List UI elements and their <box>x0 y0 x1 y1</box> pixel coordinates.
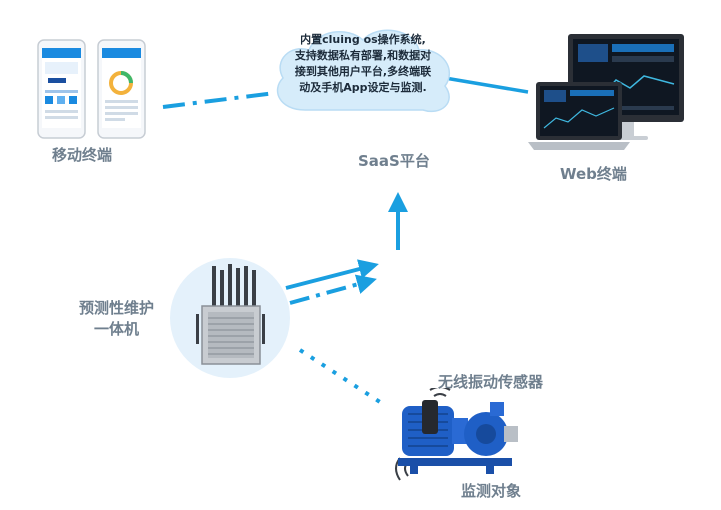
motor-pump-icon <box>395 388 518 481</box>
sensor-label: 无线振动传感器 <box>438 373 544 391</box>
device-sensor-link <box>298 348 385 406</box>
mobile-cloud-link <box>162 91 276 109</box>
cloud-line: 接到其他用户平台,多终端联 <box>294 65 432 78</box>
cloud-line: 内置cluing os操作系统, <box>300 33 426 46</box>
saas-platform-label: SaaS平台 <box>358 152 430 170</box>
cloud-line: 动及手机App设定与监测. <box>299 81 427 94</box>
device-label-line: 预测性维护 <box>79 299 155 317</box>
desktop-laptop-icon <box>528 34 684 150</box>
device-label-line: 一体机 <box>94 320 140 338</box>
device-saas-arrow <box>285 259 379 290</box>
cloud-line: 支持数据私有部署,和数据对 <box>294 49 432 62</box>
cloud-web-link <box>444 76 529 94</box>
cloud-shape <box>276 29 451 113</box>
cloud-description: 内置cluing os操作系统, 支持数据私有部署,和数据对 接到其他用户平台,… <box>278 32 448 96</box>
smartphone-icon <box>37 39 146 139</box>
device-label: 预测性维护 一体机 <box>79 298 154 340</box>
web-terminal-label: Web终端 <box>560 165 627 183</box>
router-device-icon <box>170 258 290 378</box>
device-saas-dashed-arrow <box>289 274 377 305</box>
monitored-target-label: 监测对象 <box>461 482 522 500</box>
mobile-terminal-label: 移动终端 <box>52 146 113 164</box>
